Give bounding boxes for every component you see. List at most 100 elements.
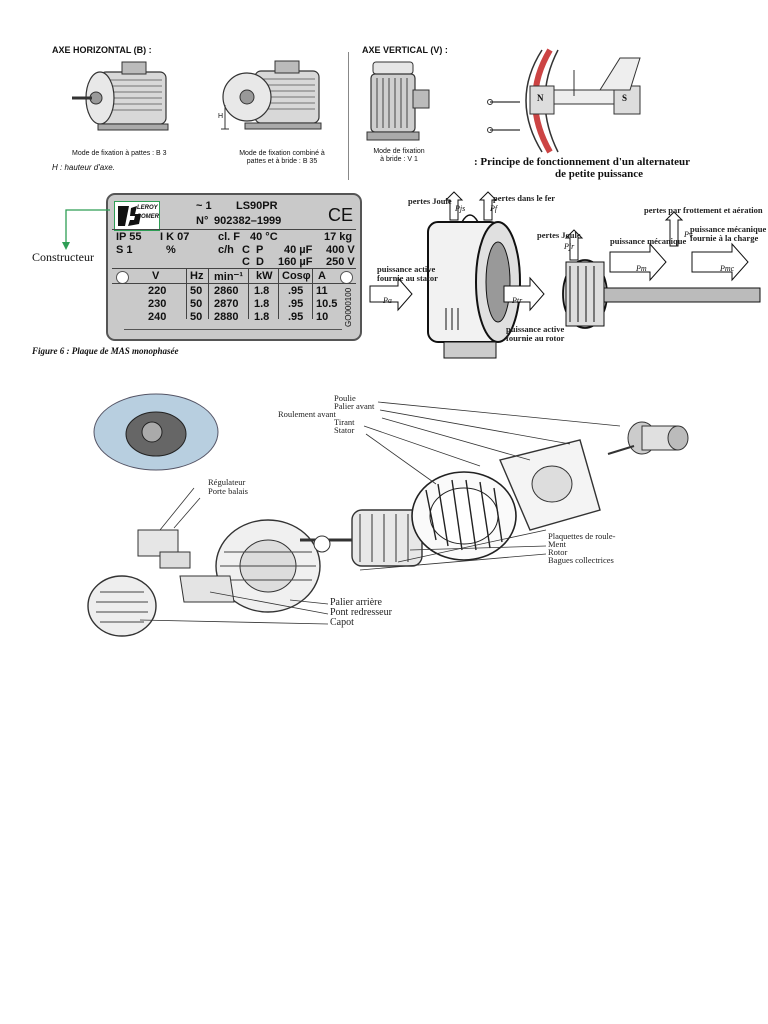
cycles: c/h [218, 244, 234, 256]
label-palier-avant: Palier avant [334, 401, 375, 411]
symbol-pjs: Pjs [455, 204, 466, 213]
col-header-v: V [152, 270, 160, 282]
v1-caption-line2: à bride : V 1 [380, 156, 418, 163]
model: LS90PR [236, 200, 278, 212]
table-cell: 50 [190, 311, 203, 323]
constructor-pointer [62, 209, 110, 250]
label-puissance-rotor-line2: fournie au rotor [506, 333, 565, 343]
exploded-alternator-drawing [87, 393, 689, 637]
label-porte-balais: Porte balais [208, 486, 248, 496]
cap-p-voltage: 400 V [326, 244, 355, 256]
alternator-principle-drawing [487, 48, 641, 154]
labels-left: Régulateur Porte balais [208, 478, 248, 496]
brand-line1: LEROY [137, 205, 158, 211]
col-header-hz: Hz [190, 270, 204, 282]
h-mark: H [218, 113, 224, 120]
brand-logo: LEROY SOMER [114, 201, 160, 231]
label-pertes-meca: pertes par frottement et aération [644, 205, 763, 215]
label-puissance-charge-line1: puissance mécanique [690, 224, 767, 234]
table-cell: 10 [316, 311, 329, 323]
pole-s: S [622, 93, 628, 103]
label-plaquettes: Plaquettes de roule- [548, 531, 616, 541]
label-pont-redresseur: Pont redresseur [330, 607, 392, 618]
table-cell: 1.8 [254, 285, 270, 297]
separator-2 [112, 268, 356, 269]
alternator-caption-line2: de petite puissance [555, 168, 643, 180]
label-capot: Capot [330, 617, 354, 628]
symbol-pm: Pm [636, 264, 647, 273]
col-header-kw: kW [256, 270, 273, 282]
symbol-pmc: Pmc [720, 264, 735, 273]
temperature: 40 °C [250, 231, 278, 243]
label-roulement-avant: Roulement avant [278, 409, 336, 419]
separator-3 [112, 283, 356, 284]
label-puissance-stator-line2: fournie au stator [377, 273, 438, 283]
symbol-ptr: Ptr [512, 296, 523, 305]
label-pertes-joule-rotor: pertes Joule [537, 230, 581, 240]
label-puissance-rotor-line1: puissance active [506, 324, 565, 334]
table-cell: .95 [288, 298, 304, 310]
ce-mark: CE [328, 205, 354, 225]
table-cell: 50 [190, 285, 203, 297]
label-stator: Stator [334, 425, 355, 435]
label-ment: Ment [548, 539, 566, 549]
labels-right: Plaquettes de roule- Ment Rotor Bagues c… [548, 531, 616, 565]
label-puissance-charge: puissance mécanique fournie à la charge [690, 225, 766, 243]
col-divider [186, 269, 187, 319]
cap-d-value: 160 µF [278, 256, 313, 268]
col-header-cosphi: Cosφ [282, 270, 311, 282]
ik-rating: I K 07 [160, 231, 190, 243]
label-palier-arriere: Palier arrière [330, 597, 382, 608]
table-cell: 2870 [214, 298, 239, 310]
table-cell: 10.5 [316, 298, 338, 310]
table-cell: 230 [148, 298, 167, 310]
label-puissance-stator-line1: puissance active [377, 264, 436, 274]
label-puissance-stator: puissance active fournie au stator [377, 265, 438, 283]
label-puissance-mecanique: puissance mécanique [610, 236, 687, 246]
labels-top: Poulie Palier avant Roulement avant Tira… [278, 394, 375, 435]
table-cell: 240 [148, 311, 167, 323]
symbol-pf: Pf [490, 204, 498, 213]
insulation-class: cl. F [218, 231, 241, 243]
pole-n: N [537, 93, 544, 103]
b35-caption-line1: Mode de fixation combiné à [239, 150, 325, 157]
duty-pct: % [166, 244, 176, 256]
symbol-pv: Pv [684, 230, 693, 239]
power-flow-drawing [369, 191, 761, 359]
serial-prefix: N° [196, 215, 209, 227]
symbol-pjr: Pjr [564, 242, 575, 251]
label-pertes-joule-stator: pertes Joule [408, 196, 452, 206]
table-cell: 1.8 [254, 298, 270, 310]
serial: 902382–1999 [214, 215, 282, 227]
cap-p-value: 40 µF [284, 244, 313, 256]
weight: 17 kg [324, 231, 353, 243]
axis-height-note: H : hauteur d'axe. [52, 163, 115, 172]
motor-nameplate: LEROY SOMER ~ 1 LS90PR N° 902382–1999 CE… [106, 193, 362, 341]
alternator-caption-line1: : Principe de fonctionnement d'un altern… [474, 156, 691, 168]
separator-1 [112, 229, 356, 230]
table-cell: 50 [190, 298, 203, 310]
leroy-somer-logo-icon [118, 206, 141, 226]
motor-b35-drawing [221, 60, 322, 130]
cap-c-label: C [242, 244, 250, 256]
motor-v1-drawing [366, 61, 430, 141]
label-regulateur: Régulateur [208, 477, 246, 487]
v1-caption-line1: Mode de fixation [373, 148, 425, 155]
label-puissance-rotor: puissance active fournie au rotor [506, 325, 564, 343]
col-divider [312, 269, 313, 319]
col-divider [248, 269, 249, 319]
b35-caption-line2: pattes et à bride : B 35 [246, 158, 318, 165]
table-cell: 1.8 [254, 311, 270, 323]
brand-line2: SOMER [137, 214, 160, 220]
label-puissance-charge-line2: fournie à la charge [690, 233, 759, 243]
ip-rating: IP 55 [116, 231, 142, 243]
duty: S 1 [116, 244, 133, 256]
col-divider [208, 269, 209, 319]
v1-caption: Mode de fixation à bride : V 1 [370, 148, 428, 164]
constructor-label: Constructeur [32, 250, 94, 264]
table-cell: 2860 [214, 285, 239, 297]
col-header-a: A [318, 270, 326, 282]
table-cell: .95 [288, 285, 304, 297]
table-cell: 2880 [214, 311, 239, 323]
label-bagues: Bagues collectrices [548, 555, 614, 565]
